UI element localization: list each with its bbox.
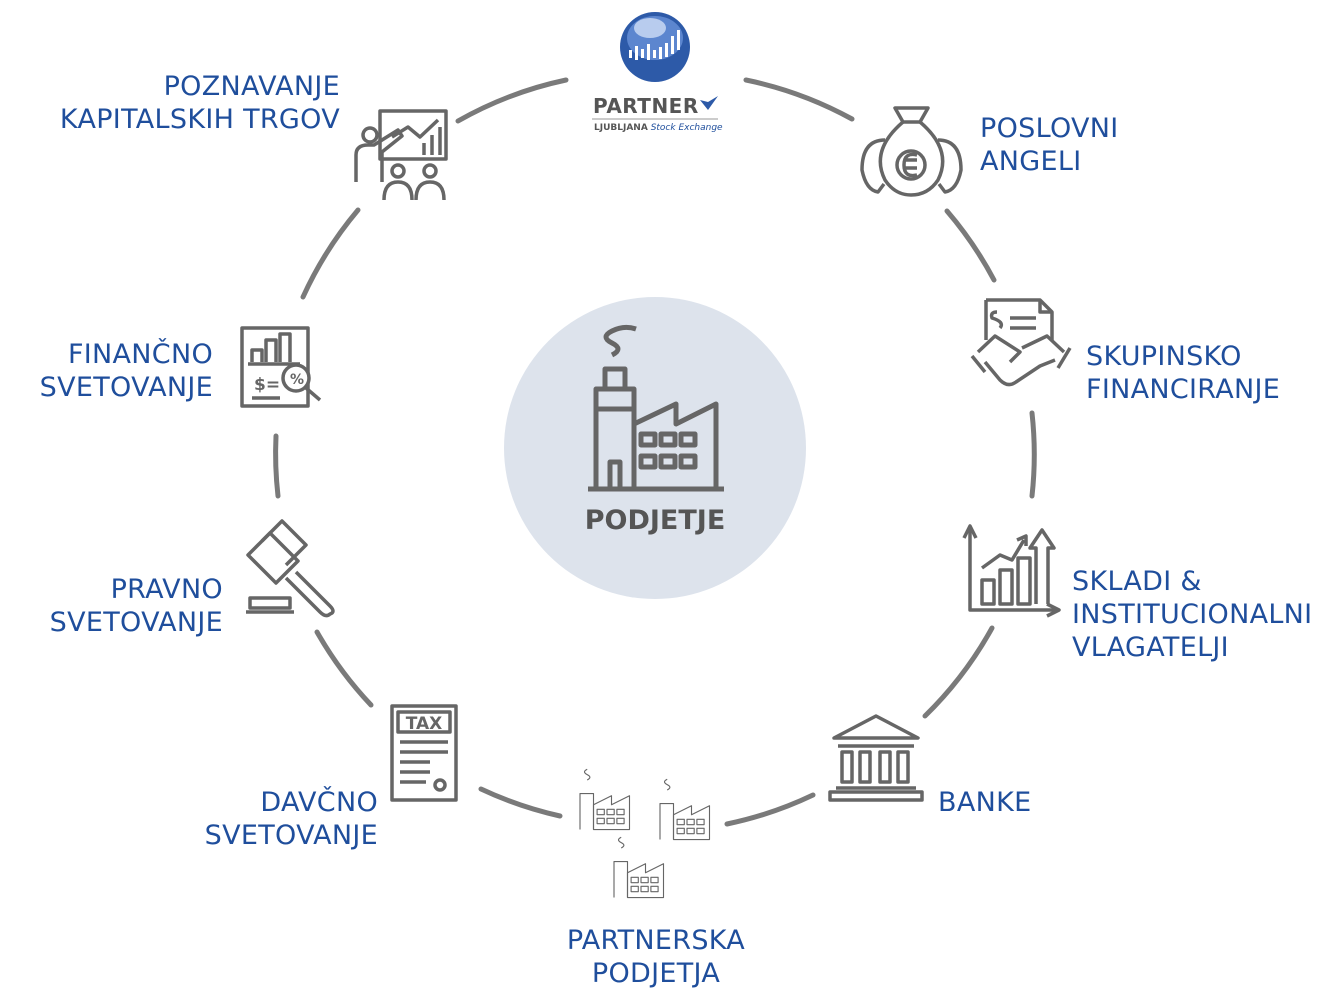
label-poznavanje: POZNAVANJE KAPITALSKIH TRGOV	[60, 70, 340, 136]
label-line: KAPITALSKIH TRGOV	[59, 104, 340, 135]
label-line: BANKE	[938, 787, 1032, 818]
label-line: SVETOVANJE	[49, 607, 223, 638]
label-line: SVETOVANJE	[39, 372, 213, 403]
ring-arc-bottom-right	[724, 792, 816, 827]
label-skupinsko: SKUPINSKO FINANCIRANJE	[1086, 340, 1280, 406]
ring-arc-lower-right	[922, 625, 995, 719]
ring-arc-left	[273, 433, 281, 499]
money-bag-wings-icon	[860, 106, 963, 197]
logo-name: PARTNER	[593, 94, 699, 118]
logo-tagline: Stock Exchange	[650, 123, 723, 133]
presentation-icon	[354, 109, 448, 201]
label-partnerska: PARTNERSKA PODJETJA	[506, 924, 806, 990]
label-davcno: DAVČNO SVETOVANJE	[205, 786, 378, 852]
growth-chart-icon	[962, 524, 1061, 618]
label-poslovni: POSLOVNI ANGELI	[980, 112, 1119, 178]
center-label: PODJETJE	[584, 505, 726, 536]
financial-analysis-icon: $= %	[240, 326, 322, 408]
ring	[273, 77, 1037, 827]
factory-icon	[588, 324, 724, 492]
label-financno: FINANČNO SVETOVANJE	[40, 338, 213, 404]
label-line: PARTNERSKA	[566, 925, 746, 956]
factories-icon	[579, 768, 711, 899]
ring-arc-lower-left	[314, 629, 374, 708]
tax-form-icon: TAX	[390, 704, 458, 802]
label-line: PODJETJA	[591, 958, 721, 989]
label-line: VLAGATELJI	[1072, 632, 1229, 663]
label-line: SVETOVANJE	[204, 820, 378, 851]
ring-arc-upper-right	[944, 208, 997, 283]
label-line: POSLOVNI	[980, 113, 1119, 144]
label-line: PRAVNO	[110, 574, 223, 605]
ring-arc-bottom-left	[478, 786, 563, 819]
label-line: SKUPINSKO	[1086, 341, 1242, 372]
ring-arc-upper-left	[300, 207, 361, 300]
label-line: ANGELI	[980, 146, 1082, 177]
logo-subtitle: LJUBLJANA Stock Exchange	[594, 123, 723, 133]
label-banke: BANKE	[938, 786, 1031, 819]
gavel-icon	[246, 519, 335, 618]
label-line: POZNAVANJE	[163, 71, 340, 102]
label-line: DAVČNO	[260, 787, 378, 818]
svg-text:TAX: TAX	[406, 714, 443, 734]
candlestick-globe-icon	[620, 12, 690, 82]
logo-swoosh-icon	[700, 96, 718, 110]
label-line: FINANČNO	[67, 339, 213, 370]
svg-text:$=: $=	[254, 375, 280, 395]
label-line: INSTITUCIONALNI	[1072, 599, 1313, 630]
ring-arc-top-left	[455, 77, 569, 124]
bank-icon	[828, 714, 924, 802]
label-line: FINANCIRANJE	[1086, 374, 1281, 405]
logo-city: LJUBLJANA	[594, 123, 648, 133]
svg-text:%: %	[290, 372, 304, 388]
label-line: SKLADI &	[1072, 566, 1202, 597]
label-pravno: PRAVNO SVETOVANJE	[50, 573, 223, 639]
ring-arc-right	[1029, 410, 1037, 499]
ring-arc-top-right	[743, 77, 855, 122]
center-circle	[504, 297, 806, 599]
label-skladi: SKLADI & INSTITUCIONALNI VLAGATELJI	[1072, 565, 1312, 664]
handshake-contract-icon	[970, 298, 1072, 387]
